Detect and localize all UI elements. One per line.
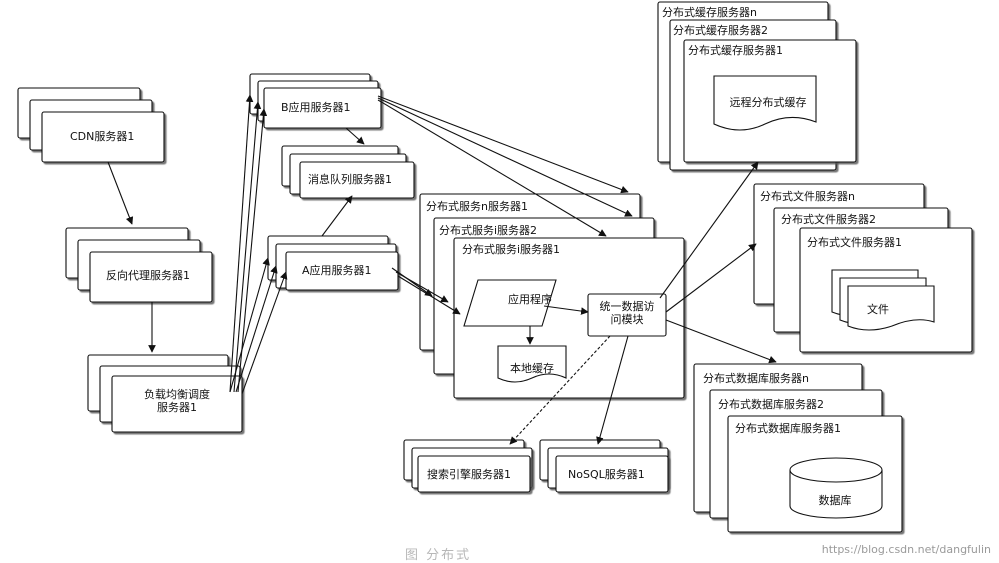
file-server-1-label: 分布式文件服务器1 — [807, 236, 902, 249]
app-a-server-label: A应用服务器1 — [302, 264, 372, 277]
db-server-2-label: 分布式数据库服务器2 — [718, 398, 824, 411]
nosql-server-box-1 — [555, 455, 669, 493]
local-cache-doc-shape — [497, 345, 567, 383]
dist-service-n-server-label: 分布式服务n服务器1 — [426, 200, 528, 213]
data-access-to-nosql-arrow — [596, 335, 629, 445]
database-cylinder-body — [789, 470, 883, 519]
data-access-module-box — [587, 293, 667, 337]
message-queue-server-box-1 — [299, 161, 415, 199]
remote-cache-doc-shape — [713, 75, 817, 131]
search-engine-server-stack — [403, 439, 533, 493]
app-b-server-box-1 — [263, 87, 382, 129]
application-program-shape — [463, 279, 557, 327]
lb-to-app-a-arrow-2 — [235, 265, 278, 393]
message-queue-server-stack — [281, 145, 415, 199]
cdn-server-box-1 — [41, 111, 165, 163]
app-b-server-stack — [249, 73, 382, 129]
load-balancer-server-stack — [87, 354, 243, 433]
remote-cache-label: 远程分布式缓存 — [729, 96, 807, 109]
app-a-to-mq-arrow — [321, 195, 353, 237]
cache-server-1-label: 分布式缓存服务器1 — [688, 44, 783, 57]
file-server-n-label: 分布式文件服务器n — [760, 190, 855, 203]
message-queue-server-label: 消息队列服务器1 — [308, 173, 392, 186]
file-server-2-label: 分布式文件服务器2 — [781, 213, 876, 226]
lb-to-app-a-arrow-3 — [241, 271, 288, 395]
application-program-label: 应用程序 — [508, 293, 552, 306]
cdn-to-proxy-arrow — [107, 161, 134, 225]
app-to-data-access-arrow — [543, 305, 589, 315]
reverse-proxy-server-box-1 — [89, 251, 213, 303]
file-label: 文件 — [867, 303, 889, 316]
database-label: 数据库 — [818, 494, 852, 507]
app-a-server-box-1 — [285, 251, 399, 291]
data-access-to-db-arrow — [665, 319, 777, 364]
app-b-to-svc-2-arrow — [377, 97, 633, 217]
reverse-proxy-server-stack — [65, 227, 213, 303]
lb-to-app-a-arrow-1 — [229, 257, 270, 393]
data-access-to-cache-arrow — [659, 161, 759, 299]
data-access-to-file-arrow — [665, 243, 757, 313]
file-doc-shape-1 — [847, 285, 935, 331]
app-a-server-stack — [267, 235, 399, 291]
search-engine-server-label: 搜索引擎服务器1 — [427, 468, 511, 481]
app-b-to-svc-1-arrow — [377, 99, 607, 237]
dist-service-2-server-label: 分布式服务i服务器2 — [439, 224, 538, 237]
load-balancer-server-label: 负载均衡调度 服务器1 — [144, 388, 210, 414]
cache-server-2-label: 分布式缓存服务器2 — [673, 24, 768, 37]
dist-service-1-server-label: 分布式服务i服务器1 — [462, 243, 561, 256]
search-engine-server-box-1 — [417, 455, 531, 493]
data-access-module-label: 统一数据访 问模块 — [599, 300, 655, 326]
nosql-server-stack — [539, 439, 669, 493]
app-b-to-mq-arrow — [345, 127, 365, 145]
app-a-to-svc-2-arrow — [395, 271, 449, 303]
nosql-server-label: NoSQL服务器1 — [568, 468, 645, 481]
lb-to-app-b-arrow-3 — [237, 108, 268, 393]
figure-caption: 图 分布式 — [405, 548, 472, 563]
data-access-to-search-arrow — [509, 335, 611, 445]
reverse-proxy-server-label: 反向代理服务器1 — [106, 269, 190, 282]
database-cylinder — [789, 457, 883, 519]
database-cylinder-top — [789, 457, 883, 483]
local-cache-label: 本地缓存 — [510, 362, 554, 375]
lb-to-app-b-arrow-2 — [233, 101, 262, 393]
cache-server-n-label: 分布式缓存服务器n — [662, 6, 757, 19]
load-balancer-server-box-1 — [111, 375, 243, 433]
app-a-to-svc-n-arrow — [391, 267, 433, 297]
lb-to-app-b-arrow-1 — [229, 94, 254, 393]
db-server-1-label: 分布式数据库服务器1 — [735, 422, 841, 435]
db-server-n-label: 分布式数据库服务器n — [703, 372, 809, 385]
app-b-server-label: B应用服务器1 — [281, 101, 351, 114]
cdn-server-stack — [17, 87, 165, 163]
watermark: https://blog.csdn.net/dangfulin — [821, 543, 991, 556]
cdn-server-label: CDN服务器1 — [70, 130, 135, 143]
app-a-to-svc-1-arrow — [397, 275, 461, 315]
app-b-to-svc-n-arrow — [377, 95, 629, 194]
